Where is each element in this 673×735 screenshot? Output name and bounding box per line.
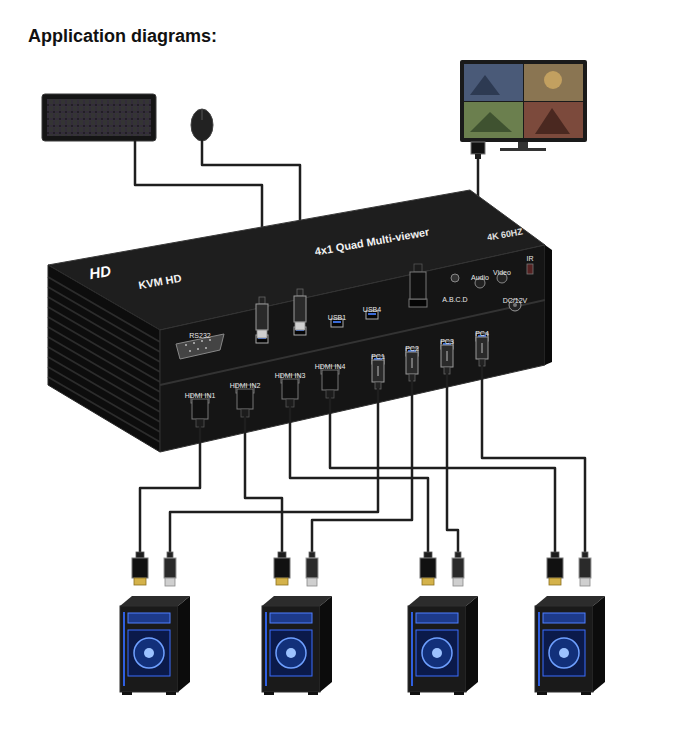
port-label: HDMI IN1 bbox=[185, 392, 216, 399]
port-label: USB4 bbox=[363, 306, 381, 313]
port-label: HDMI IN4 bbox=[315, 363, 346, 370]
diagram-title: Application diagrams: bbox=[28, 27, 217, 47]
multiviewer-housing bbox=[48, 190, 552, 452]
port: HDMI IN2 bbox=[230, 374, 262, 381]
port: Audio bbox=[471, 266, 490, 273]
port-label: PC4 bbox=[475, 330, 489, 337]
multiviewer-device: KVM HD 4x1 Quad Multi-viewer 4K 60HZ RS232 U… bbox=[40, 180, 560, 470]
port-label: RS232 bbox=[189, 332, 210, 339]
port-label: Video bbox=[493, 269, 511, 276]
port: HDMI IN3 bbox=[275, 364, 307, 371]
product-name: 4x1 Quad Multi-viewer bbox=[314, 226, 430, 257]
mouse bbox=[191, 109, 213, 141]
port: PC3 bbox=[440, 330, 455, 337]
port-label: PC3 bbox=[440, 338, 454, 345]
port-label: Audio bbox=[471, 274, 489, 281]
port-label: PC2 bbox=[405, 345, 419, 352]
computer-plugs bbox=[132, 552, 591, 586]
plugs bbox=[192, 264, 488, 427]
port-label: PC1 bbox=[371, 353, 385, 360]
port-label: USB1 bbox=[328, 314, 346, 321]
port: USB4 bbox=[363, 298, 383, 305]
port: A.B.C.D bbox=[442, 288, 469, 295]
monitor bbox=[460, 60, 587, 159]
port-label: HDMI IN2 bbox=[230, 382, 261, 389]
port-label: IR bbox=[527, 255, 534, 262]
computers bbox=[120, 596, 605, 695]
port: USB1 bbox=[328, 306, 348, 313]
port: Video bbox=[493, 261, 512, 268]
resolution-label: 4K 60HZ bbox=[486, 227, 523, 242]
port: RS232 bbox=[189, 324, 212, 331]
keyboard bbox=[42, 94, 156, 141]
port-label: HDMI IN3 bbox=[275, 372, 306, 379]
port-label: A.B.C.D bbox=[442, 296, 467, 303]
port: HDMI IN1 bbox=[185, 384, 217, 391]
brand-logo: HD bbox=[88, 263, 112, 282]
port: HDMI IN4 bbox=[315, 355, 347, 362]
port-label: DC/12V bbox=[503, 297, 528, 304]
port: PC4 bbox=[475, 322, 490, 329]
model-name: KVM HD bbox=[138, 273, 183, 291]
port: PC1 bbox=[371, 345, 386, 352]
port: DC/12V bbox=[503, 289, 529, 296]
port: PC2 bbox=[405, 337, 420, 344]
ports bbox=[176, 264, 533, 403]
cables bbox=[140, 366, 585, 552]
